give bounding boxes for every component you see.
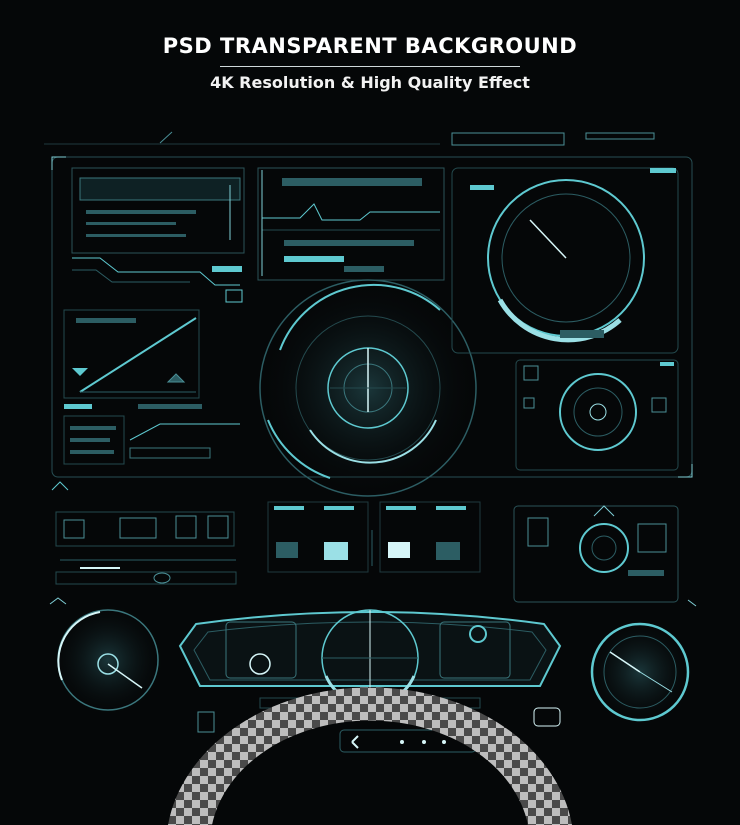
header: PSD TRANSPARENT BACKGROUND 4K Resolution… [0,34,740,92]
left-top-subpanel [71,167,245,303]
middle-left-controls [51,481,237,585]
middle-center-readouts [267,501,481,573]
top-status-bar [44,131,655,146]
transparency-checker-arc [168,687,572,825]
center-graph-panel [257,167,445,281]
bottom-right-dial [533,599,697,727]
right-small-dial [515,359,679,471]
page-subtitle: 4K Resolution & High Quality Effect [210,73,530,92]
bottom-console [178,609,562,753]
bottom-left-dial [49,597,215,733]
left-triangle-panel [63,309,200,399]
middle-right-panel [513,505,679,603]
left-bottom-panel [63,404,240,465]
center-radar [258,278,478,498]
page-title: PSD TRANSPARENT BACKGROUND [162,34,578,58]
title-divider [220,66,520,67]
right-circular-gauge [451,167,679,354]
